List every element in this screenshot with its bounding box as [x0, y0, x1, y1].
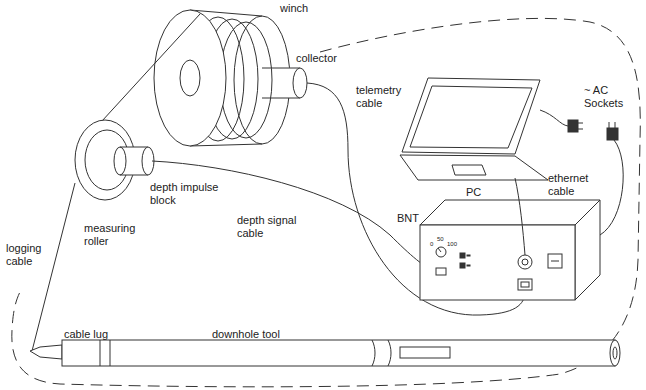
part-label: cable lug: [64, 328, 108, 341]
depth-signal-cable: [152, 161, 436, 272]
power-cord: [600, 140, 623, 235]
part-label: logging cable: [6, 242, 50, 268]
part-label: measuring roller: [84, 222, 140, 248]
winch-front-flange: [154, 10, 226, 146]
cable-lug: [30, 345, 62, 359]
part-label: 50: [437, 236, 444, 243]
bnt-front: [420, 225, 575, 300]
bnt-top: [420, 200, 600, 225]
laptop-base: [400, 155, 548, 180]
part-label: downhole tool: [212, 328, 280, 341]
part-label: ethernet cable: [548, 172, 596, 198]
collector: [293, 68, 307, 98]
part-label: PC: [466, 186, 481, 199]
logging-cable: [102, 14, 200, 121]
part-label: BNT: [397, 212, 419, 225]
downhole-tool: [62, 340, 615, 366]
laptop-screen: [402, 78, 540, 154]
boundary-dashed: [12, 18, 640, 386]
measuring-roller: [75, 120, 135, 200]
part-label: depth signal cable: [237, 214, 303, 240]
part-label: telemetry cable: [356, 84, 408, 110]
power-cord: [540, 110, 568, 126]
part-label: ~ AC Sockets: [584, 84, 630, 110]
ethernet-cable: [515, 178, 525, 255]
part-label: winch: [280, 2, 308, 15]
part-label: 100: [447, 241, 457, 248]
part-label: depth impulse block: [150, 181, 222, 207]
part-label: 0: [430, 241, 433, 248]
part-label: collector: [296, 52, 337, 65]
